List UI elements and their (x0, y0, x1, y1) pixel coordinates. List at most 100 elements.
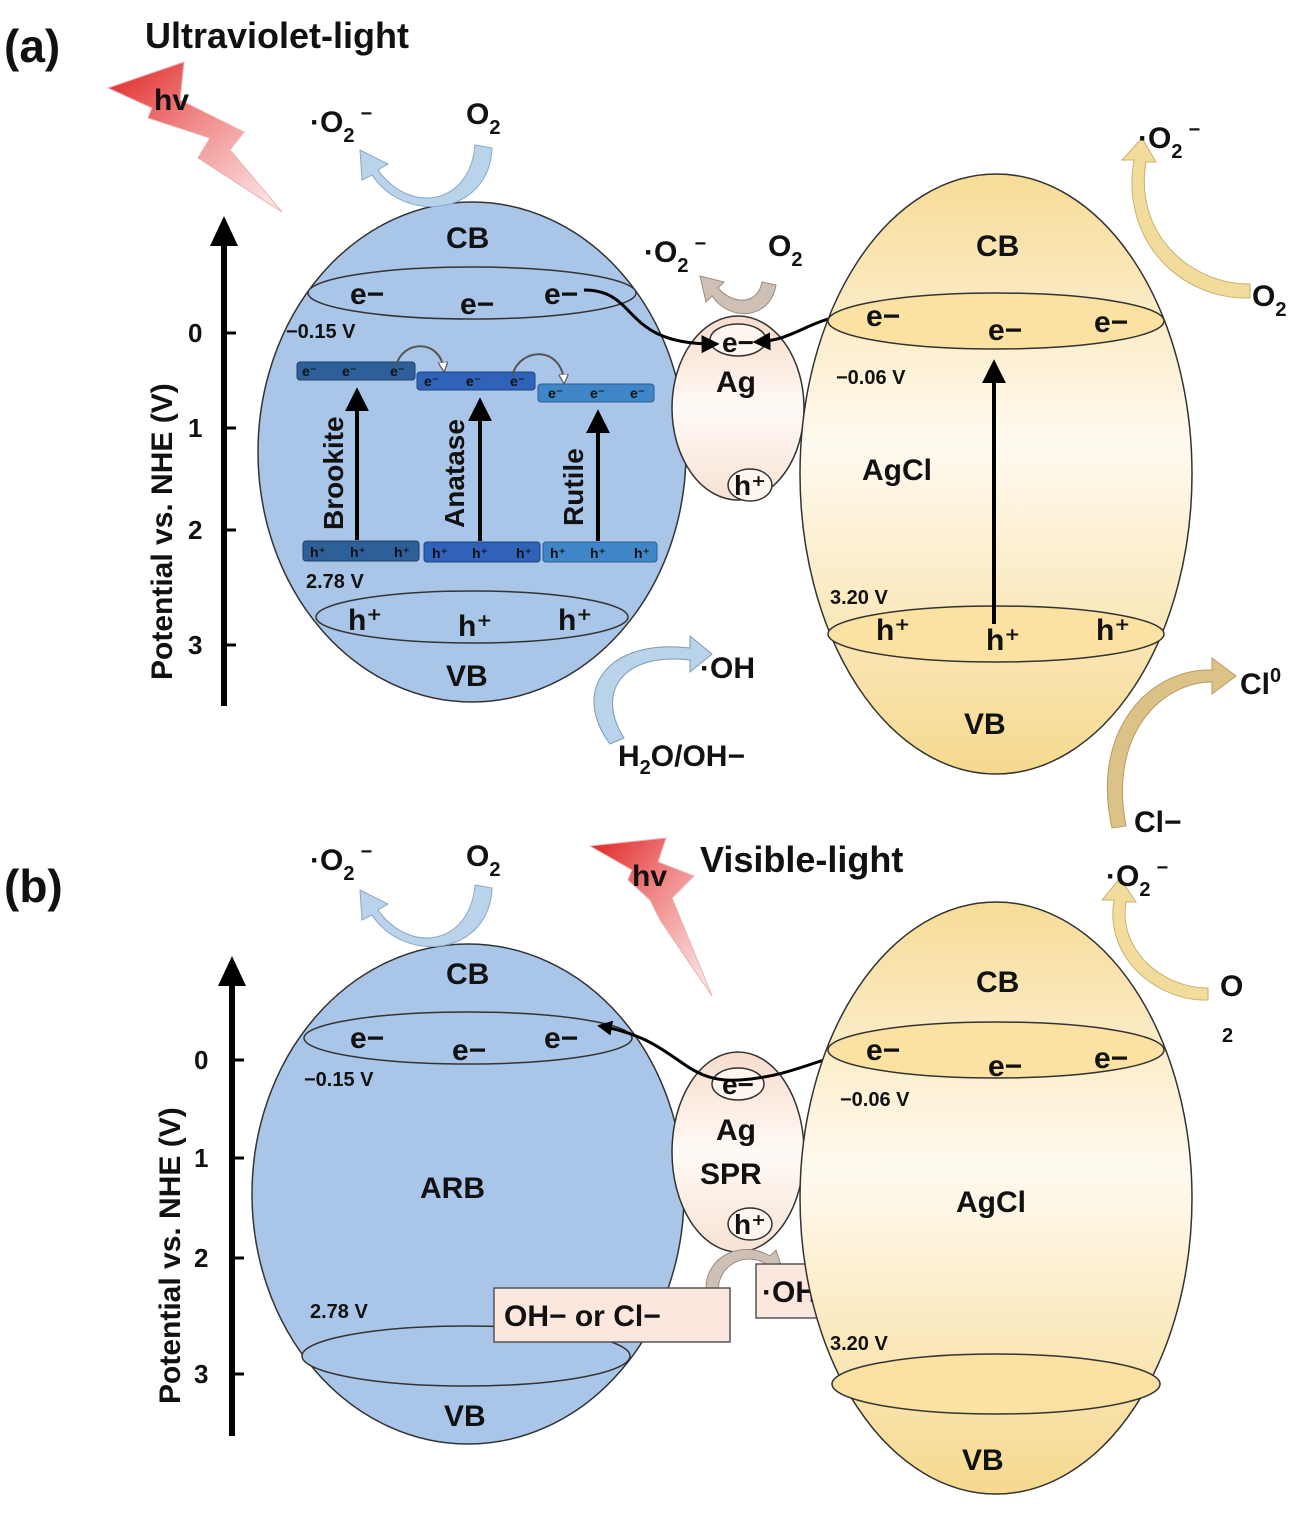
arb-vb-label: VB (444, 1400, 486, 1433)
mini-hole: h⁺ (432, 545, 448, 561)
ag-label: Ag (716, 366, 756, 399)
electron: e− (988, 314, 1022, 347)
electron: e− (722, 1069, 754, 1100)
axis-label: Potential vs. NHE (V) (146, 383, 179, 680)
tick-label: 0 (188, 318, 202, 348)
tio2-vb-label: VB (446, 660, 488, 693)
agcl-label: AgCl (862, 454, 932, 487)
hydroxyl-label: ·OH (700, 652, 755, 685)
rutile-band: e⁻ e⁻ e⁻ h⁺ h⁺ h⁺ Rutile (537, 383, 658, 563)
panel-b-label: (b) (4, 860, 63, 912)
panel-a-title: Ultraviolet-light (145, 15, 409, 56)
mini-hole: h⁺ (516, 545, 532, 561)
panel-b-title: Visible-light (700, 839, 903, 880)
agcl-vb-potential: 3.20 V (830, 1333, 888, 1355)
electron: e− (722, 327, 754, 358)
superoxide-label: ·O2− (310, 841, 372, 885)
superoxide-label: ·O2− (1138, 119, 1200, 163)
mini-hole: h⁺ (310, 544, 326, 560)
chloride-oxidation-arrow-icon (1106, 657, 1237, 829)
tick-label: 2 (194, 1243, 208, 1273)
electron: e− (350, 278, 384, 311)
mini-electron: e⁻ (630, 385, 645, 401)
hole: h⁺ (986, 624, 1020, 657)
agcl-cb-label: CB (976, 230, 1019, 263)
ag-hole-site (727, 1207, 773, 1241)
hv-label: hv (154, 84, 189, 117)
agcl-cb-ellipse (827, 1021, 1165, 1079)
superoxide-label: ·O2− (644, 233, 706, 277)
light-flash-icon (588, 837, 713, 997)
o2-label: O2 (768, 230, 802, 271)
electron: e− (452, 1034, 486, 1067)
hole: h⁺ (876, 614, 910, 647)
mini-electron: e⁻ (548, 385, 563, 401)
tio2-cb-label: CB (446, 222, 489, 255)
ag-o2-reduction-arrow-icon (699, 275, 777, 315)
mini-hole: h⁺ (472, 545, 488, 561)
panel-b: (b) Visible-light hv Potential vs. NHE (… (4, 837, 1243, 1495)
axis-arrowhead-icon (210, 216, 238, 246)
brookite-label: Brookite (318, 416, 349, 530)
mini-electron: e⁻ (342, 363, 357, 379)
tio2-cb-ellipse (307, 266, 637, 320)
electron: e− (988, 1050, 1022, 1083)
o2-subscript: 2 (1222, 1025, 1233, 1047)
axis-ticks: 0 1 2 3 (194, 1045, 244, 1389)
tio2-cb-potential: −0.15 V (286, 321, 356, 343)
water-oxidation-arrow-icon (593, 634, 713, 745)
mini-electron: e⁻ (590, 385, 605, 401)
ag-particle (671, 315, 805, 501)
arb-cb-potential: −0.15 V (304, 1069, 374, 1091)
agcl-label: AgCl (956, 1186, 1026, 1219)
agcl-vb-label: VB (962, 1444, 1004, 1477)
axis-arrowhead-icon (218, 956, 246, 986)
anatase-label: Anatase (439, 419, 470, 528)
hole: h⁺ (734, 470, 766, 501)
rutile-label: Rutile (558, 448, 589, 526)
hole: h⁺ (558, 604, 592, 637)
o2-label: O2 (466, 98, 500, 139)
mini-hole: h⁺ (550, 545, 566, 561)
electron: e− (1094, 1042, 1128, 1075)
phase-transfer-arrow (395, 345, 444, 370)
electron: e− (460, 288, 494, 321)
ag-electron-site (711, 1067, 765, 1101)
electron: e− (866, 300, 900, 333)
hole: h⁺ (348, 604, 382, 637)
agcl-cb-potential: −0.06 V (840, 1089, 910, 1111)
axis-ticks: 0 1 2 3 (188, 318, 236, 660)
hv-label: hv (632, 860, 667, 893)
tick-label: 1 (194, 1143, 208, 1173)
o2-reduction-arrow-icon (359, 144, 493, 208)
axis-label: Potential vs. NHE (V) (154, 1107, 187, 1404)
mini-electron: e⁻ (510, 373, 525, 389)
tick-label: 3 (188, 630, 202, 660)
electron: e− (1094, 306, 1128, 339)
anatase-band: e⁻ e⁻ e⁻ h⁺ h⁺ h⁺ Anatase (416, 371, 541, 563)
phase-transfer-arrow (511, 353, 564, 382)
agcl-vb-ellipse (831, 1353, 1161, 1415)
agcl-cb-label: CB (976, 966, 1019, 999)
arb-cb-label: CB (446, 958, 489, 991)
hole: h⁺ (1096, 614, 1130, 647)
mini-electron: e⁻ (302, 363, 317, 379)
tio2-vb-ellipse (315, 590, 629, 644)
agcl-vb-potential: 3.20 V (830, 587, 888, 609)
agcl-o2-reduction-arrow-icon (1120, 137, 1251, 299)
tick-label: 3 (194, 1359, 208, 1389)
mini-electron: e⁻ (390, 363, 405, 379)
spr-label: SPR (700, 1158, 762, 1191)
ag-hole-site (727, 468, 773, 502)
electron: e− (866, 1034, 900, 1067)
panel-a: (a) Ultraviolet-light hv Potential vs. N… (4, 15, 1286, 839)
reactant-label: OH− or Cl− (504, 1300, 661, 1333)
arb-label: ARB (420, 1172, 485, 1205)
tick-label: 2 (188, 515, 202, 545)
mini-hole: h⁺ (394, 544, 410, 560)
o2-label: O (1220, 970, 1243, 1003)
mini-hole: h⁺ (350, 544, 366, 560)
electron-transfer-arrow (583, 288, 720, 354)
mini-hole: h⁺ (590, 545, 606, 561)
